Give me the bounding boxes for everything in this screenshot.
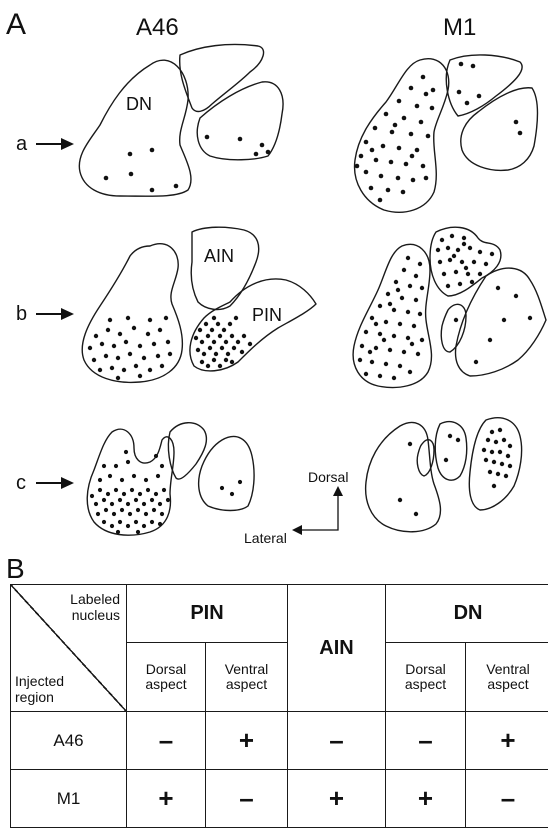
panel-a-letter: A: [6, 8, 26, 41]
cell-m1-ain: +: [288, 770, 386, 828]
dentate-nucleus-outline: [87, 429, 174, 535]
pin-outline: [199, 437, 254, 511]
section-a46-b: AIN PIN: [82, 227, 316, 382]
section-a46-a: DN: [79, 44, 283, 196]
dentate-nucleus-outline: [366, 422, 441, 531]
cell-a46-dn-dorsal: –: [386, 712, 466, 770]
neuron-dots-m1-a: [355, 62, 523, 203]
dentate-nucleus-outline: [355, 59, 449, 213]
pin-outline: [461, 88, 538, 171]
neuron-dots-m1-c: [398, 428, 512, 516]
cell-a46-pin-dorsal: –: [127, 712, 206, 770]
nucleus-label-dn: DN: [126, 94, 152, 114]
section-a46-c: [87, 423, 254, 535]
cell-a46-dn-ventral: +: [466, 712, 548, 770]
header-ain: AIN: [288, 585, 386, 712]
column-label-a46: A46: [136, 14, 179, 41]
section-m1-a: [355, 55, 538, 212]
row-label-c: c: [16, 472, 26, 494]
table-row-a46: A46 – + – – +: [11, 712, 548, 770]
header-dn: DN: [386, 585, 548, 643]
row-label-b: b: [16, 303, 27, 325]
nucleus-label-pin: PIN: [252, 305, 282, 325]
row-arrow-a: a: [16, 133, 74, 155]
table-row-m1: M1 + – + + –: [11, 770, 548, 828]
panel-b-letter: B: [6, 553, 25, 584]
cell-m1-pin-dorsal: +: [127, 770, 206, 828]
row-label-a: a: [16, 133, 28, 155]
ain-outline: [435, 422, 467, 480]
dentate-nucleus-outline: [79, 60, 191, 196]
pin-outline: [197, 82, 283, 160]
cell-m1-dn-ventral: –: [466, 770, 548, 828]
row-arrow-b: b: [16, 303, 74, 325]
dentate-nucleus-outline: [82, 244, 182, 383]
outline-fragment: [441, 304, 466, 352]
header-pin: PIN: [127, 585, 288, 643]
nucleus-label-ain: AIN: [204, 246, 234, 266]
column-label-m1: M1: [443, 14, 476, 41]
section-m1-b: [353, 227, 546, 387]
neuron-dots-a46-c: [90, 450, 242, 534]
pin-outline: [469, 418, 521, 510]
orientation-axes: Dorsal Lateral: [244, 469, 348, 546]
axis-label-lateral: Lateral: [244, 530, 287, 546]
section-m1-c: [366, 418, 522, 532]
cell-m1-pin-ventral: –: [206, 770, 288, 828]
cell-m1-dn-dorsal: +: [386, 770, 466, 828]
row-label-m1: M1: [11, 770, 127, 828]
axis-label-dorsal: Dorsal: [308, 469, 348, 485]
neuron-dots-m1-b: [358, 234, 532, 380]
pin-outline: [456, 268, 546, 376]
row-arrow-c: c: [16, 472, 74, 494]
cell-a46-pin-ventral: +: [206, 712, 288, 770]
row-label-a46: A46: [11, 712, 127, 770]
cell-a46-ain: –: [288, 712, 386, 770]
ain-outline: [191, 227, 258, 309]
